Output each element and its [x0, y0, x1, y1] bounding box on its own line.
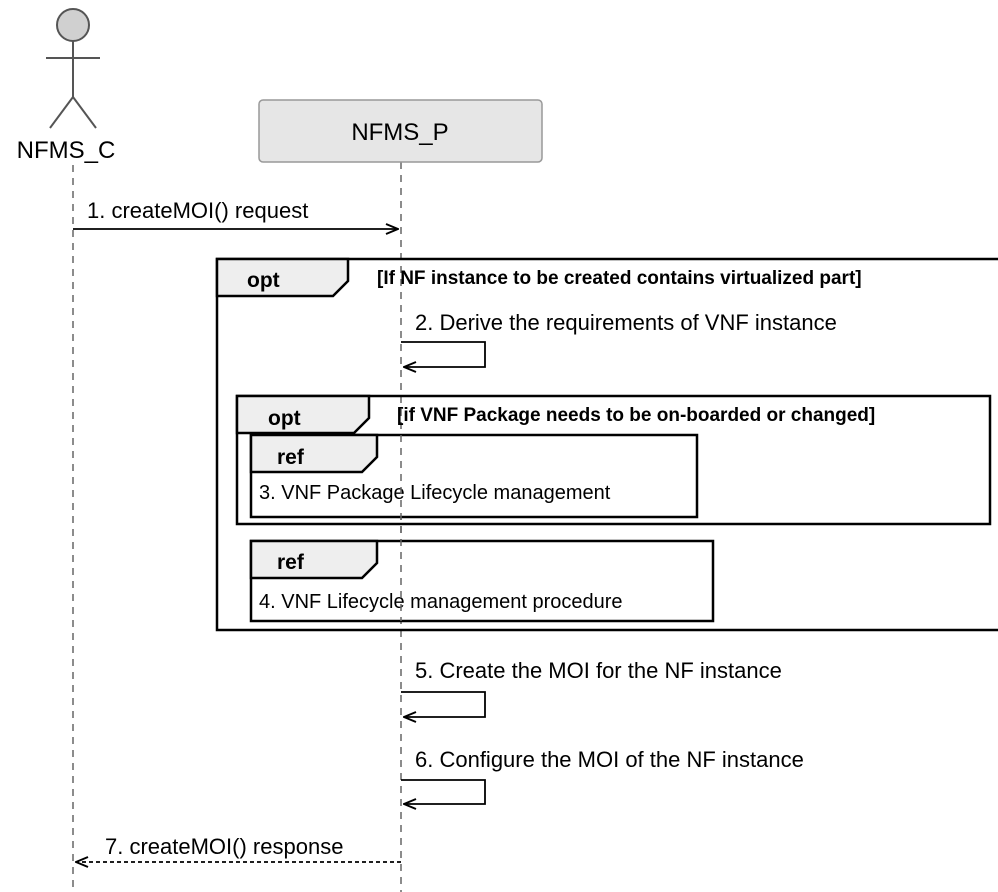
participant-name: NFMS_P: [351, 119, 448, 146]
inner-opt-fragment: [235, 394, 992, 526]
inner-opt-guard: [if VNF Package needs to be on-boarded o…: [397, 405, 875, 426]
ref-1-keyword: ref: [277, 446, 305, 469]
participant-box: [258, 99, 543, 163]
outer-opt-keyword: opt: [247, 269, 280, 292]
actor-name: NFMS_C: [17, 137, 116, 164]
message-6-arrow: [401, 779, 486, 804]
ref-2-keyword: ref: [277, 551, 305, 574]
actor-icon: [46, 8, 100, 129]
message-7-label: 7. createMOI() response: [105, 834, 343, 859]
message-6-label: 6. Configure the MOI of the NF instance: [415, 747, 804, 772]
message-2-label: 2. Derive the requirements of VNF instan…: [415, 310, 837, 335]
message-1-label: 1. createMOI() request: [87, 198, 308, 223]
message-5-arrow: [401, 691, 486, 717]
message-2-arrow: [401, 341, 486, 367]
message-5-label: 5. Create the MOI for the NF instance: [415, 658, 782, 683]
inner-opt-keyword: opt: [268, 407, 301, 430]
outer-opt-guard: [If NF instance to be created contains v…: [377, 268, 862, 289]
ref-2-text: 4. VNF Lifecycle management procedure: [259, 591, 623, 613]
outer-opt-fragment: [215, 257, 998, 632]
ref-1-frame: [249, 433, 699, 519]
ref-2-frame: [249, 539, 715, 623]
ref-1-text: 3. VNF Package Lifecycle management: [259, 482, 611, 504]
